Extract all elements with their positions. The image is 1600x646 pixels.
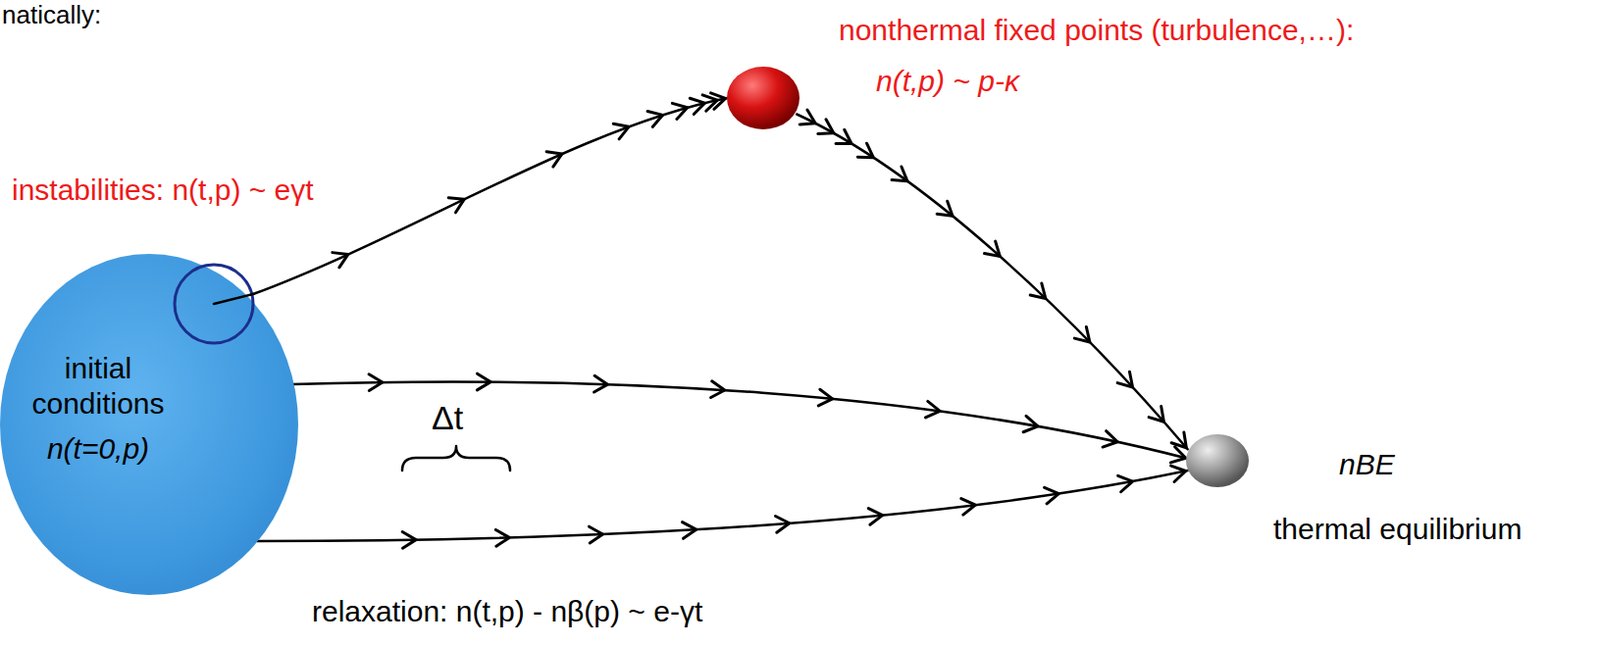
chevron-arrowhead: [368, 374, 383, 392]
chevron-arrowhead: [1171, 465, 1187, 482]
chevron-arrowhead: [647, 111, 664, 128]
trajectory-arrow: [292, 373, 1188, 464]
chevron-arrowhead: [1117, 371, 1133, 388]
chevron-arrowhead: [594, 375, 609, 393]
chevron-arrowhead: [332, 253, 349, 268]
instability-note: instabilities: n(t,p) ~ eγt: [11, 172, 314, 208]
node-shape: [1185, 433, 1250, 489]
chevron-arrowhead: [818, 119, 834, 135]
node-shape: [0, 253, 300, 597]
relaxation-note: relaxation: n(t,p) - nβ(p) ~ e-γt: [311, 594, 703, 630]
chevron-arrowhead: [1044, 487, 1060, 505]
chevron-arrowhead: [1170, 447, 1186, 464]
blue-ellipse: [0, 254, 299, 596]
chevron-arrowhead: [984, 241, 1001, 257]
node-shape: [725, 65, 801, 131]
initial-conditions-region: initial conditions n(t=0,p): [0, 253, 300, 597]
chevron-arrowhead: [926, 401, 941, 418]
chevron-arrowhead: [711, 381, 725, 399]
chevron-arrowhead: [448, 198, 465, 213]
nonthermal-fixed-point: nonthermal fixed points (turbulence,…):n…: [725, 65, 801, 131]
chevron-arrowhead: [1023, 415, 1038, 432]
chevron-arrowhead: [891, 166, 908, 182]
chevron-arrowhead: [711, 93, 726, 109]
chevron-arrowhead: [857, 143, 874, 157]
grey-blob: [1186, 434, 1249, 488]
node-heading: initial conditions: [14, 351, 182, 422]
chevron-arrowhead: [1148, 407, 1164, 423]
trajectory-start: [213, 294, 254, 305]
chevron-arrowhead: [546, 152, 563, 167]
node-formula: n(t,p) ~ p-κ: [876, 63, 1020, 100]
selected-subset-circle: [174, 264, 254, 344]
chevron-arrowhead: [1102, 431, 1118, 448]
trajectory-line: [253, 98, 727, 295]
time-step-label: Δt: [431, 398, 464, 439]
trajectory-arrow: [253, 93, 727, 295]
node-heading: nonthermal fixed points (turbulence,…):: [838, 12, 1354, 49]
trajectory-arrow: [796, 109, 1188, 450]
node-heading: nBE: [1339, 447, 1395, 483]
chevron-arrowhead: [588, 526, 603, 544]
trajectory-line: [292, 381, 1188, 459]
chevron-arrowhead: [961, 499, 977, 517]
chevron-arrowhead: [774, 516, 789, 533]
chevron-arrowhead: [1118, 475, 1134, 492]
chevron-arrowhead: [799, 109, 816, 125]
chevron-arrowhead: [868, 509, 882, 526]
curly-brace: [402, 446, 511, 471]
chevron-arrowhead: [1171, 432, 1187, 449]
node-formula: thermal equilibrium: [1273, 512, 1522, 548]
chevron-arrowhead: [613, 123, 629, 140]
chevron-arrowhead: [1030, 283, 1046, 299]
chevron-arrowhead: [402, 532, 416, 550]
node-formula: n(t=0,p): [14, 431, 182, 467]
chevron-arrowhead: [936, 201, 953, 216]
trajectory-line: [796, 114, 1188, 451]
chevron-arrowhead: [476, 373, 491, 391]
chevron-arrowhead: [835, 129, 852, 144]
chevron-arrowhead: [671, 103, 687, 119]
chevron-arrowhead: [495, 529, 510, 547]
thermal-equilibrium-point: nBEthermal equilibrium: [1185, 433, 1250, 489]
trajectory-line: [257, 470, 1188, 542]
red-blob: [726, 66, 800, 130]
chevron-arrowhead: [682, 522, 697, 540]
trajectory-arrow: [257, 465, 1188, 549]
cut-heading: natically:: [1, 0, 102, 31]
chevron-arrowhead: [1074, 326, 1090, 343]
chevron-arrowhead: [689, 98, 705, 114]
chevron-arrowhead: [818, 389, 832, 407]
